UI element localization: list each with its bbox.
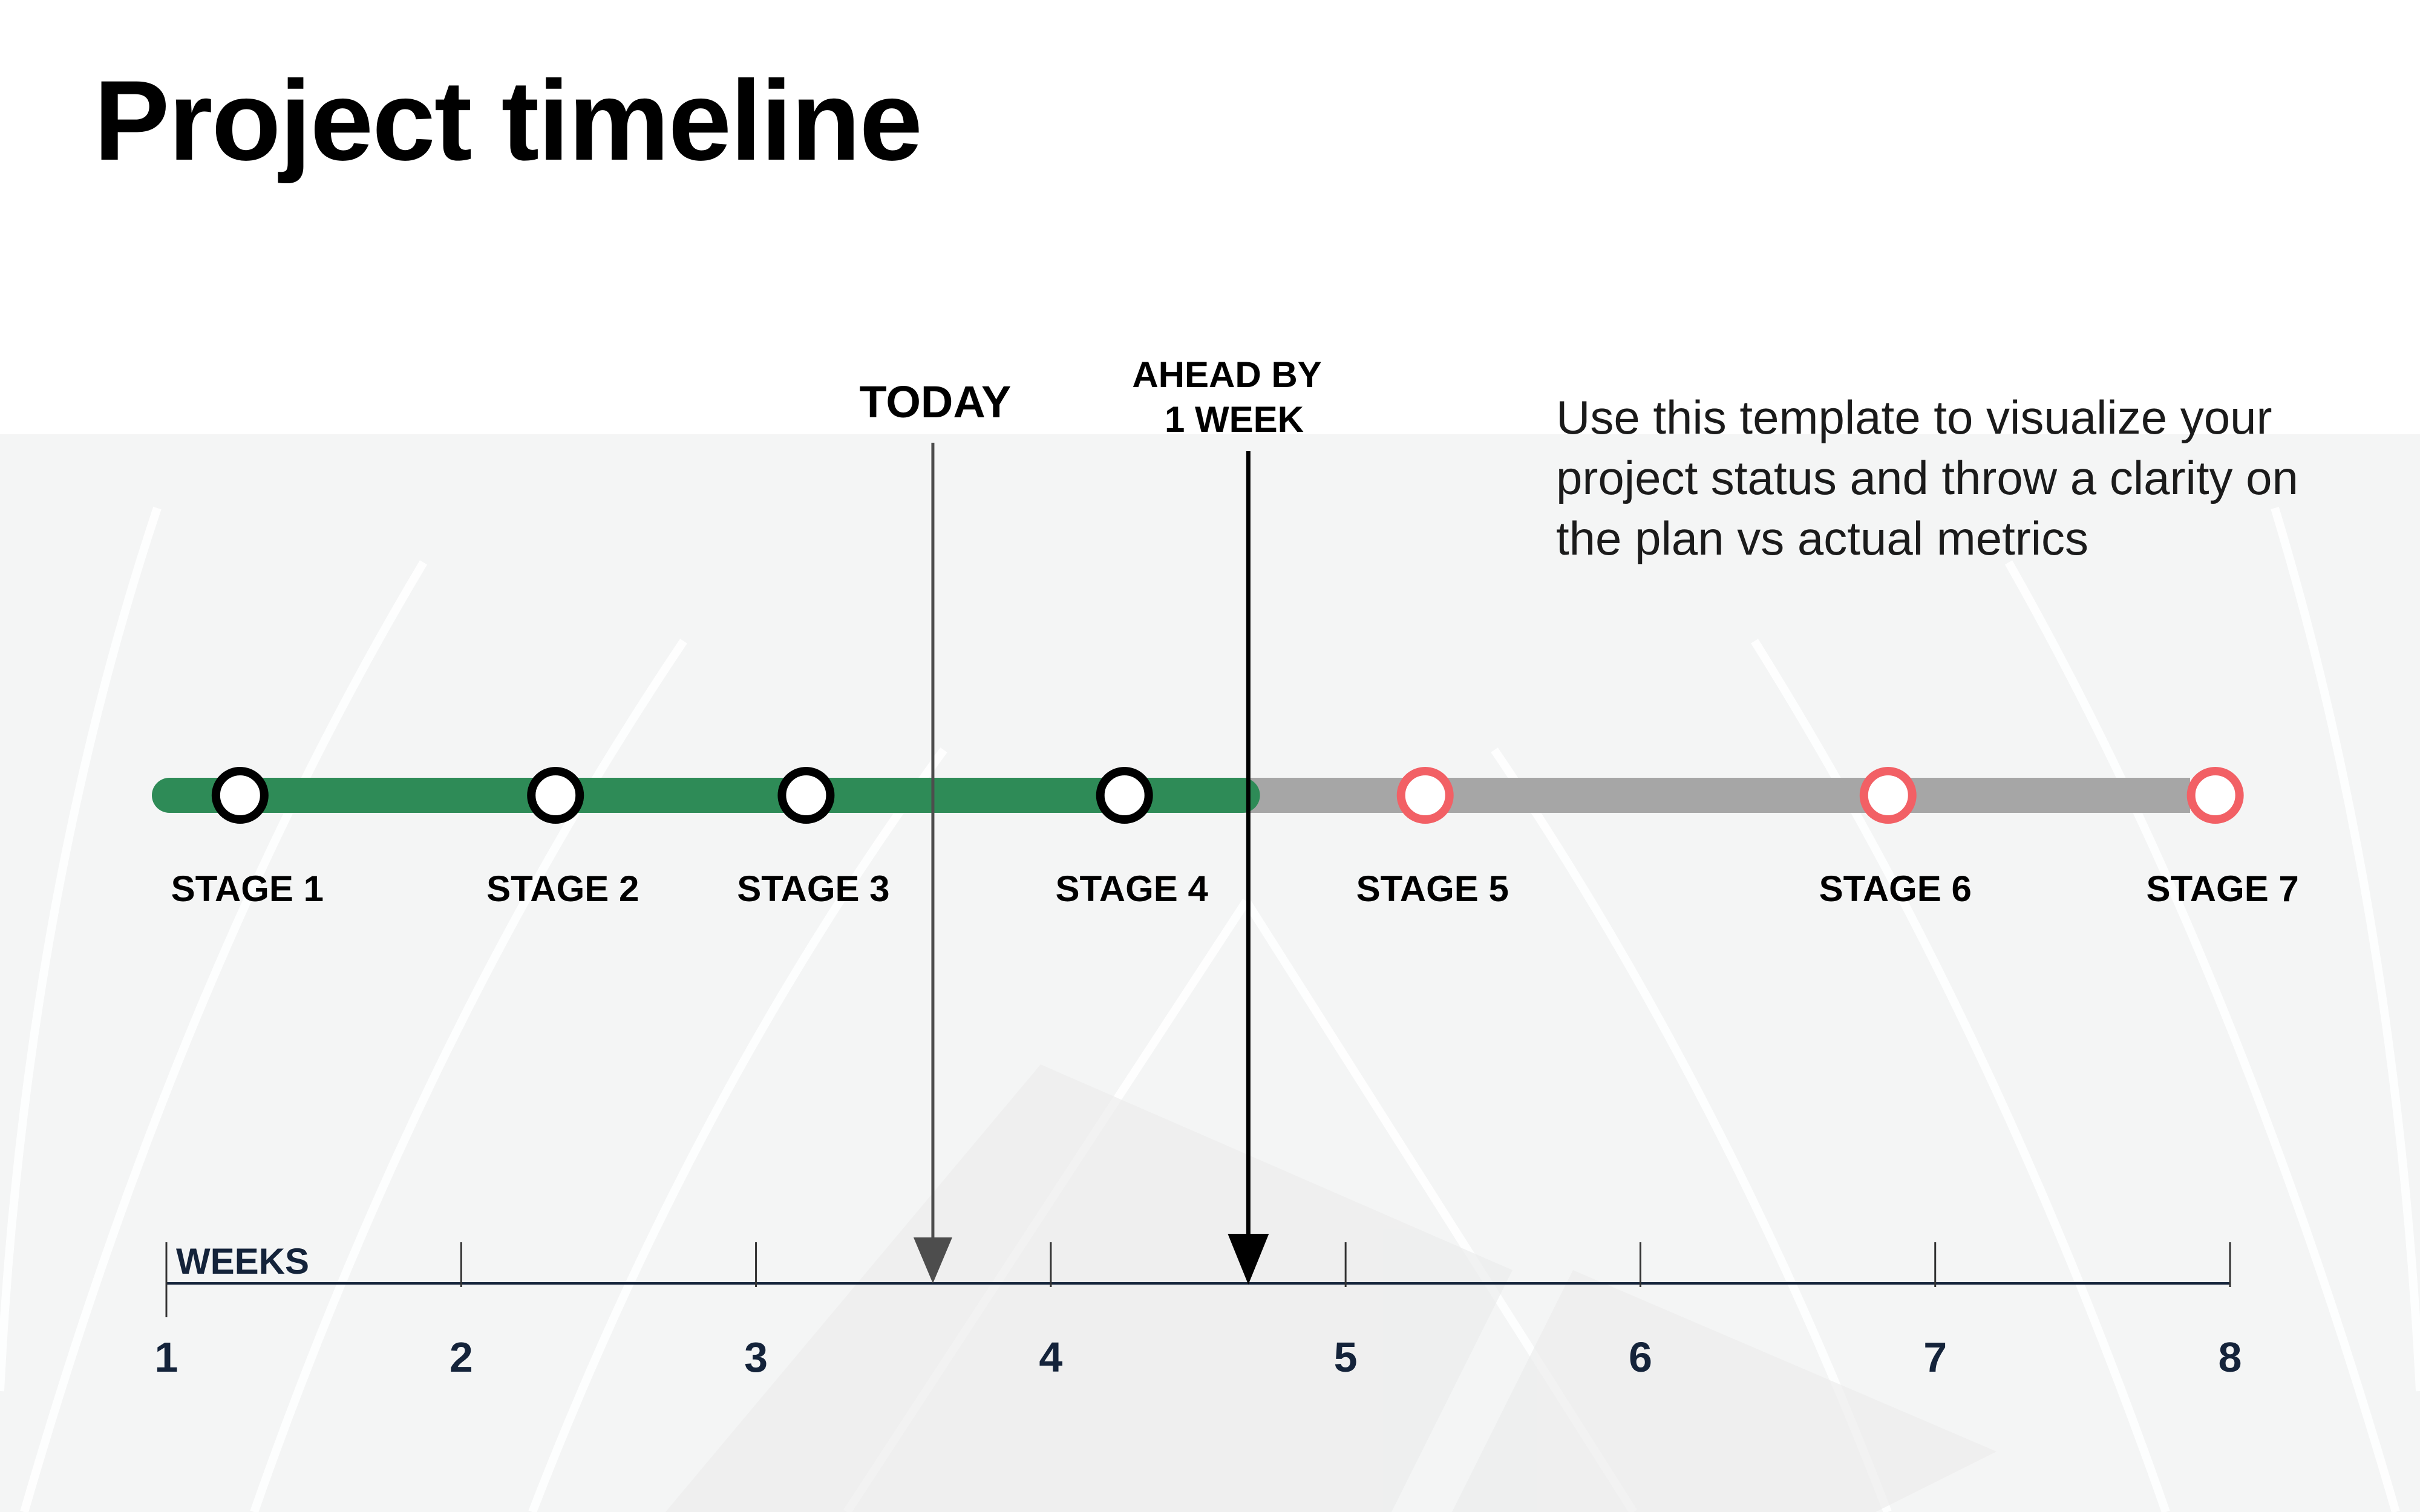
today-label: TODAY (860, 377, 1012, 427)
stage-6: STAGE 6 (1819, 767, 1972, 909)
stage-5: STAGE 5 (1356, 767, 1509, 909)
ahead-arrow-head (1228, 1234, 1269, 1285)
axis-tick-label: 3 (744, 1334, 768, 1381)
axis-label: WEEKS (176, 1241, 309, 1282)
stage-label: STAGE 5 (1356, 868, 1509, 909)
stage-marker (527, 767, 584, 824)
stage-label: STAGE 2 (486, 868, 639, 909)
stage-marker (777, 767, 835, 824)
stage-marker (1096, 767, 1153, 824)
axis-tick-label: 4 (1039, 1334, 1062, 1381)
axis-tick-label: 7 (1923, 1334, 1947, 1381)
timeline-markers: TODAY AHEAD BY1 WEEK (860, 354, 1322, 1285)
stage-marker (1859, 767, 1917, 824)
stage-label: STAGE 4 (1056, 868, 1209, 909)
stage-4: STAGE 4 (1056, 767, 1209, 909)
stage-7: STAGE 7 (2146, 767, 2299, 909)
description-line: the plan vs actual metrics (1556, 512, 2089, 565)
description: Use this template to visualize your proj… (1556, 387, 2343, 569)
axis-tick-label: 2 (450, 1334, 473, 1381)
axis-tick-label: 1 (155, 1334, 178, 1381)
page-title: Project timeline (94, 57, 923, 184)
stage-3: STAGE 3 (737, 767, 890, 909)
axis-tick-label: 5 (1334, 1334, 1358, 1381)
stage-label: STAGE 6 (1819, 868, 1972, 909)
description-line: project status and throw a clarity on (1556, 451, 2298, 504)
stage-1: STAGE 1 (171, 767, 324, 909)
stage-marker (211, 767, 269, 824)
stage-2: STAGE 2 (486, 767, 639, 909)
stage-label: STAGE 1 (171, 868, 324, 909)
description-line: Use this template to visualize your (1556, 391, 2272, 444)
axis-tick-label: 6 (1629, 1334, 1652, 1381)
ahead-label-line: 1 WEEK (1165, 399, 1304, 440)
stage-marker (2186, 767, 2244, 824)
stage-marker (1396, 767, 1454, 824)
today-arrow-head (913, 1237, 952, 1283)
ahead-label-line: AHEAD BY (1132, 354, 1321, 395)
weeks-axis: 1 2 3 4 5 6 7 8 WEEKS (155, 1241, 2242, 1381)
timeline-stages: STAGE 1 STAGE 2 STAGE 3 STAGE 4 STAGE 5 STAGE… (171, 767, 2299, 909)
stage-label: STAGE 3 (737, 868, 889, 909)
stage-label: STAGE 7 (2146, 868, 2298, 909)
axis-tick-label: 8 (2219, 1334, 2242, 1381)
